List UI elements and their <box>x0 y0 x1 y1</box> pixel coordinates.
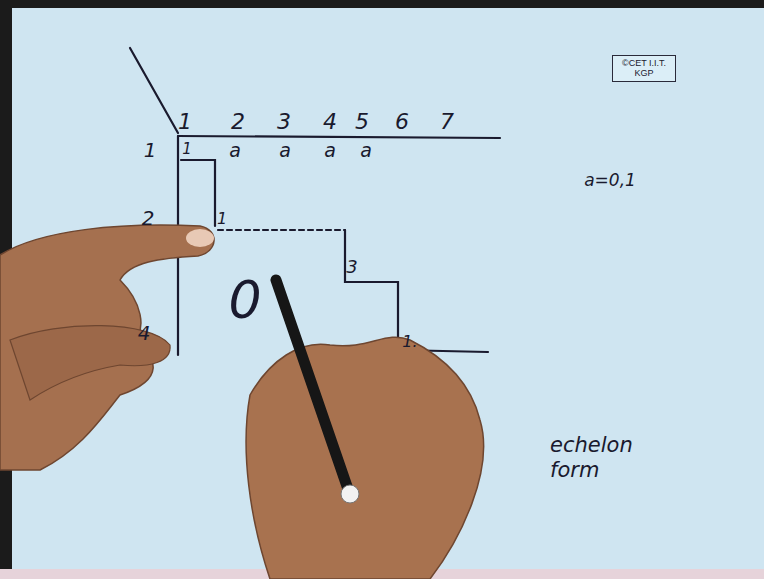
handwritten-label: 2 <box>231 109 245 134</box>
handwritten-label: 1 <box>182 140 192 158</box>
handwritten-label: 4 <box>138 321 151 345</box>
handwritten-label: 5 <box>355 109 369 134</box>
handwritten-label: 3 <box>277 109 291 134</box>
watermark-text: ©CET I.I.T. KGP <box>622 58 666 78</box>
handwritten-label: 7 <box>440 109 454 134</box>
handwritten-label: 4 <box>323 109 337 134</box>
handwritten-label: 1 <box>178 109 192 134</box>
handwritten-label: 0 <box>228 270 261 330</box>
handwritten-label: 2 <box>142 206 155 230</box>
handwritten-label: a=0,1 <box>584 170 636 190</box>
handwritten-label: 1 <box>217 209 227 228</box>
handwritten-label: a <box>360 139 372 161</box>
handwritten-label: 3 <box>346 256 357 277</box>
handwritten-label: a <box>324 139 336 161</box>
handwritten-label: 1. <box>402 332 417 351</box>
handwritten-label: a <box>229 139 241 161</box>
handwritten-label: 1 <box>144 138 157 162</box>
handwritten-label: 6 <box>395 109 409 134</box>
watermark-box: ©CET I.I.T. KGP <box>612 55 676 82</box>
handwritten-label: echelon form <box>550 433 630 483</box>
handwritten-label: a <box>279 139 291 161</box>
